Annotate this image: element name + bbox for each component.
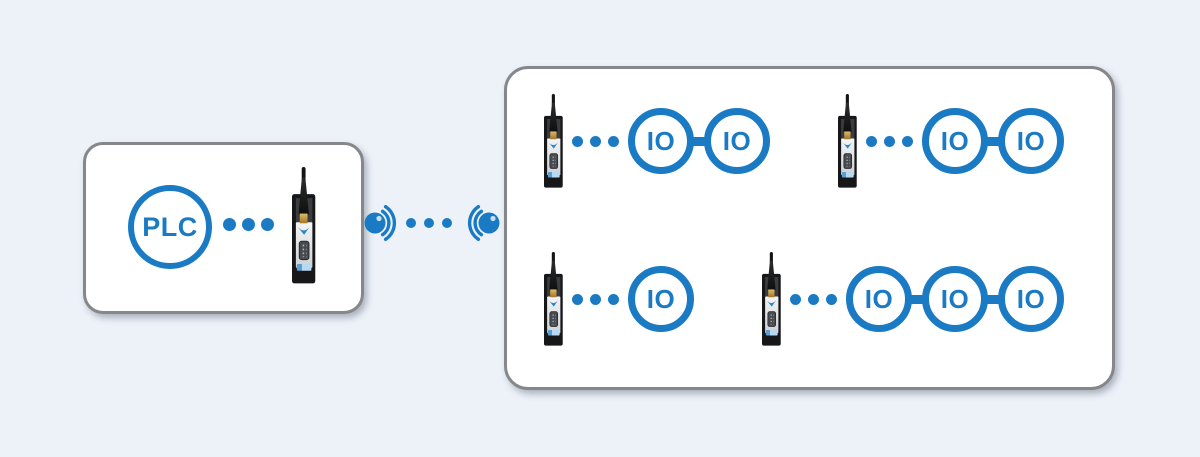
wireless-link-dots xyxy=(406,218,452,228)
dot xyxy=(261,218,274,231)
io-group-top-left: IO IO xyxy=(544,94,770,188)
serial-connection-dots xyxy=(572,135,619,147)
antenna-connector xyxy=(844,131,851,140)
io-chain-link xyxy=(987,136,999,146)
dot xyxy=(223,218,236,231)
signal-waves-right-icon xyxy=(364,205,397,241)
serial-port-connector xyxy=(767,311,776,327)
master-radio-modem xyxy=(292,167,316,284)
device-label xyxy=(765,330,778,336)
dot xyxy=(572,135,583,147)
dot xyxy=(590,135,601,147)
antenna-icon xyxy=(767,260,776,291)
master-panel: PLC xyxy=(83,142,364,314)
brand-logo-icon xyxy=(548,300,559,307)
io-label: IO xyxy=(1016,125,1046,156)
dot xyxy=(866,135,877,147)
plc-node: PLC xyxy=(128,185,212,269)
dot xyxy=(590,293,601,305)
serial-connection-dots xyxy=(223,218,274,231)
dot xyxy=(826,293,837,305)
antenna-connector xyxy=(550,289,557,298)
io-label: IO xyxy=(646,125,676,156)
dot xyxy=(608,135,619,147)
io-node: IO xyxy=(922,266,988,332)
io-chain: IO IO xyxy=(922,108,1064,174)
signal-waves-left-icon xyxy=(467,205,500,241)
io-label: IO xyxy=(722,125,752,156)
brand-logo-icon xyxy=(842,142,853,149)
antenna-tip-icon xyxy=(769,252,773,263)
io-label: IO xyxy=(1016,283,1046,314)
antenna-icon xyxy=(549,260,558,291)
io-node: IO xyxy=(628,266,694,332)
serial-port-connector xyxy=(549,311,558,327)
serial-connection-dots xyxy=(572,293,619,305)
brand-logo-icon xyxy=(297,227,310,235)
io-node: IO xyxy=(704,108,770,174)
io-chain-link xyxy=(911,294,923,304)
brand-logo-icon xyxy=(548,142,559,149)
antenna-icon xyxy=(549,102,558,133)
io-node: IO xyxy=(846,266,912,332)
io-chain: IO IO xyxy=(628,108,770,174)
io-group-bottom-right: IO IO IO xyxy=(762,252,1064,346)
serial-port-connector xyxy=(298,240,309,261)
io-label: IO xyxy=(940,283,970,314)
serial-connection-dots xyxy=(866,135,913,147)
dot xyxy=(808,293,819,305)
dot xyxy=(442,218,452,228)
device-label xyxy=(547,330,560,336)
radio-modem xyxy=(762,252,781,346)
dot xyxy=(572,293,583,305)
io-node: IO xyxy=(998,108,1064,174)
dot xyxy=(424,218,434,228)
io-label: IO xyxy=(646,283,676,314)
io-chain: IO IO IO xyxy=(846,266,1064,332)
serial-port-connector xyxy=(549,153,558,169)
io-label: IO xyxy=(864,283,894,314)
plc-label: PLC xyxy=(142,211,198,242)
io-chain-link xyxy=(693,136,705,146)
remote-radio-modem xyxy=(544,252,563,346)
io-node: IO xyxy=(628,108,694,174)
io-chain: IO xyxy=(628,266,694,332)
antenna-connector xyxy=(299,213,308,224)
io-node: IO xyxy=(998,266,1064,332)
remote-radio-modem xyxy=(544,94,563,188)
io-label: IO xyxy=(940,125,970,156)
io-node: IO xyxy=(922,108,988,174)
radio-modem xyxy=(544,252,563,346)
antenna-tip-icon xyxy=(845,94,849,105)
radio-modem xyxy=(838,94,857,188)
antenna-tip-icon xyxy=(551,94,555,105)
remote-panel: IO IO xyxy=(504,66,1115,390)
io-chain-link xyxy=(987,294,999,304)
radio-modem xyxy=(292,167,316,284)
device-label xyxy=(547,172,560,178)
antenna-tip-icon xyxy=(301,167,306,181)
io-group-top-right: IO IO xyxy=(838,94,1064,188)
device-label xyxy=(296,264,311,271)
antenna-icon xyxy=(298,177,309,215)
serial-port-connector xyxy=(843,153,852,169)
device-label xyxy=(841,172,854,178)
remote-radio-modem xyxy=(762,252,781,346)
remote-radio-modem xyxy=(838,94,857,188)
dot xyxy=(608,293,619,305)
radio-modem xyxy=(544,94,563,188)
dot xyxy=(406,218,416,228)
io-group-bottom-left: IO xyxy=(544,252,694,346)
antenna-tip-icon xyxy=(551,252,555,263)
antenna-connector xyxy=(550,131,557,140)
serial-connection-dots xyxy=(790,293,837,305)
antenna-connector xyxy=(768,289,775,298)
dot xyxy=(902,135,913,147)
brand-logo-icon xyxy=(766,300,777,307)
dot xyxy=(790,293,801,305)
dot xyxy=(242,218,255,231)
antenna-icon xyxy=(843,102,852,133)
dot xyxy=(884,135,895,147)
